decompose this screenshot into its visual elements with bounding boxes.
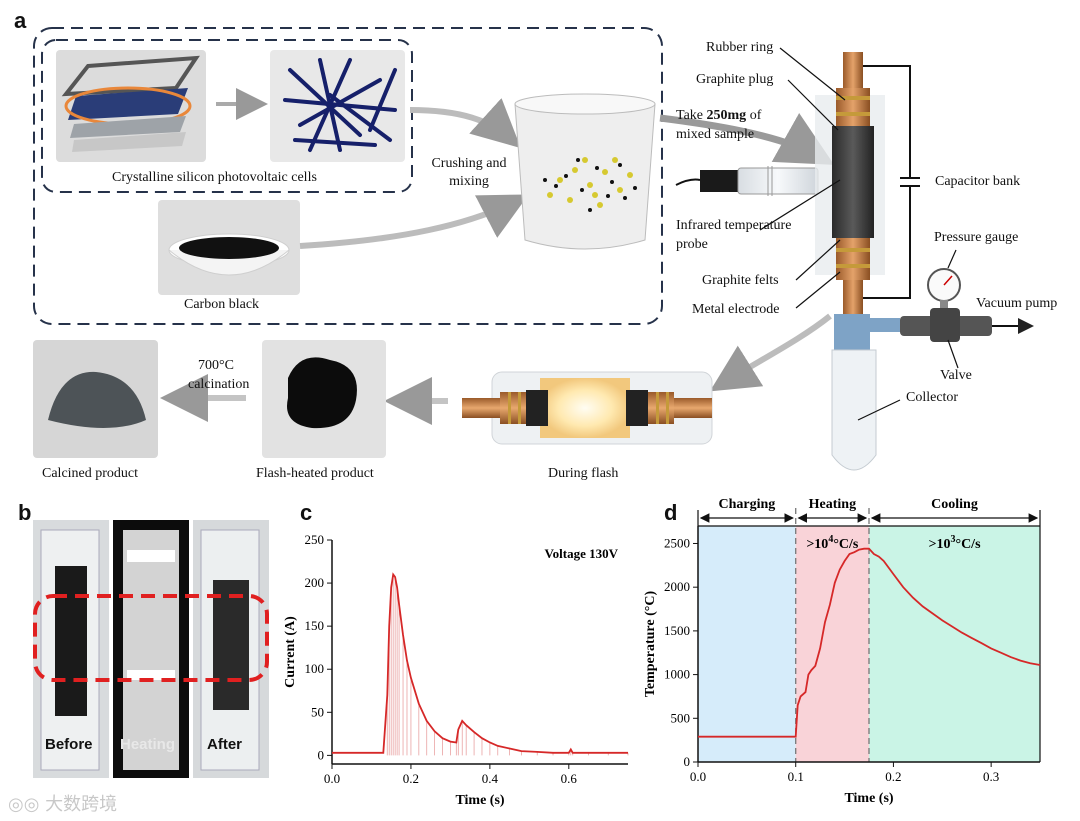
take-suffix: of — [746, 108, 762, 123]
region-rate-heating: >104°C/s — [806, 534, 859, 552]
series-line — [332, 572, 628, 754]
pv-layers-image — [56, 50, 206, 162]
flash-product-image — [262, 340, 386, 458]
series-line — [698, 547, 1041, 738]
x-tick-label: 0.0 — [324, 771, 340, 786]
valve-image — [900, 308, 992, 342]
watermark-text: 大数跨境 — [45, 794, 118, 815]
infrared-probe-image — [675, 166, 819, 196]
chart-d-temperature: Charging Heating >104°C/s Cooling >103°C/s 0 5… — [643, 497, 1041, 806]
panel-letter-a: a — [14, 8, 27, 33]
x-tick-label: 0.6 — [561, 771, 578, 786]
y-tick-label: 2500 — [664, 535, 690, 550]
flash-product-caption: Flash-heated product — [256, 466, 374, 481]
pv-caption: Crystalline silicon photovoltaic cells — [112, 170, 317, 185]
region-cooling — [869, 526, 1040, 762]
panel-a-schematic — [33, 27, 1034, 471]
y-tick-label: 250 — [305, 532, 325, 547]
collector-label: Collector — [906, 390, 959, 405]
dashed-pv-box — [41, 39, 413, 193]
x-tick-label: 0.2 — [403, 771, 419, 786]
region-rate-cooling: >103°C/s — [928, 534, 981, 552]
graphite-felts-label: Graphite felts — [702, 273, 779, 288]
y-axis-label: Temperature (°C) — [643, 591, 658, 698]
take-prefix: Take — [676, 108, 707, 123]
calcination-word: calcination — [188, 377, 250, 392]
take-sample-label: Take 250mg of mixed sample — [676, 106, 761, 144]
carbon-black-caption: Carbon black — [184, 297, 260, 312]
panel-b-photos — [33, 520, 269, 778]
y-tick-label: 100 — [305, 661, 325, 676]
panel-letter-b: b — [18, 500, 32, 525]
label-before: Before — [45, 736, 93, 753]
y-tick-label: 0 — [318, 747, 325, 762]
label-after: After — [207, 736, 243, 753]
during-flash-caption: During flash — [548, 466, 619, 481]
metal-electrode-label: Metal electrode — [692, 302, 780, 317]
vacuum-pump-label: Vacuum pump — [976, 296, 1058, 311]
y-tick-label: 50 — [311, 704, 324, 719]
x-tick-label: 0.4 — [482, 771, 499, 786]
region-charging — [698, 526, 796, 762]
y-tick-label: 200 — [305, 575, 325, 590]
x-tick-label: 0.3 — [983, 769, 999, 784]
region-label-charging: Charging — [718, 497, 775, 512]
region-label-cooling: Cooling — [931, 497, 978, 512]
crushing-label: Crushing and mixing — [431, 156, 507, 189]
during-flash-image — [462, 371, 713, 445]
take-amount: 250mg — [706, 108, 747, 123]
pressure-gauge-label: Pressure gauge — [934, 230, 1019, 245]
dashed-group-box — [33, 27, 663, 325]
y-axis-label: Current (A) — [283, 616, 298, 688]
take-line2: mixed sample — [676, 127, 755, 142]
watermark: ◎◎ 大数跨境 — [8, 790, 117, 816]
rubber-ring-label: Rubber ring — [706, 40, 774, 55]
y-tick-label: 1500 — [664, 623, 690, 638]
x-axis-label: Time (s) — [455, 793, 504, 808]
watermark-icon: ◎◎ — [8, 794, 46, 815]
x-axis-label: Time (s) — [844, 791, 893, 806]
crucible-image — [514, 93, 656, 250]
y-tick-label: 0 — [684, 754, 691, 769]
panel-letter-d: d — [664, 500, 678, 525]
panel-letter-c: c — [300, 500, 313, 525]
y-tick-label: 150 — [305, 618, 325, 633]
x-tick-label: 0.0 — [690, 769, 706, 784]
graphite-plug-label: Graphite plug — [696, 72, 774, 87]
calcined-product-caption: Calcined product — [42, 466, 139, 481]
calcination-temp: 700°C — [198, 358, 234, 373]
infrared-label: Infrared temperature probe — [676, 218, 792, 252]
y-tick-label: 2000 — [664, 579, 690, 594]
calcined-product-image — [33, 340, 158, 458]
x-tick-label: 0.2 — [885, 769, 901, 784]
y-tick-label: 1000 — [664, 667, 690, 682]
valve-label: Valve — [940, 368, 972, 383]
chart-annotation: Voltage 130V — [544, 546, 618, 561]
y-tick-label: 500 — [671, 710, 691, 725]
reactor-tube — [815, 52, 900, 471]
calcination-label: 700°C calcination — [188, 356, 249, 394]
region-heating — [795, 526, 869, 762]
label-heating: Heating — [120, 736, 176, 753]
x-tick-label: 0.1 — [788, 769, 804, 784]
shredded-pv-image — [270, 50, 405, 162]
capacitor-bank-label: Capacitor bank — [935, 174, 1021, 189]
carbon-black-image — [158, 200, 300, 295]
region-label-heating: Heating — [809, 497, 856, 512]
